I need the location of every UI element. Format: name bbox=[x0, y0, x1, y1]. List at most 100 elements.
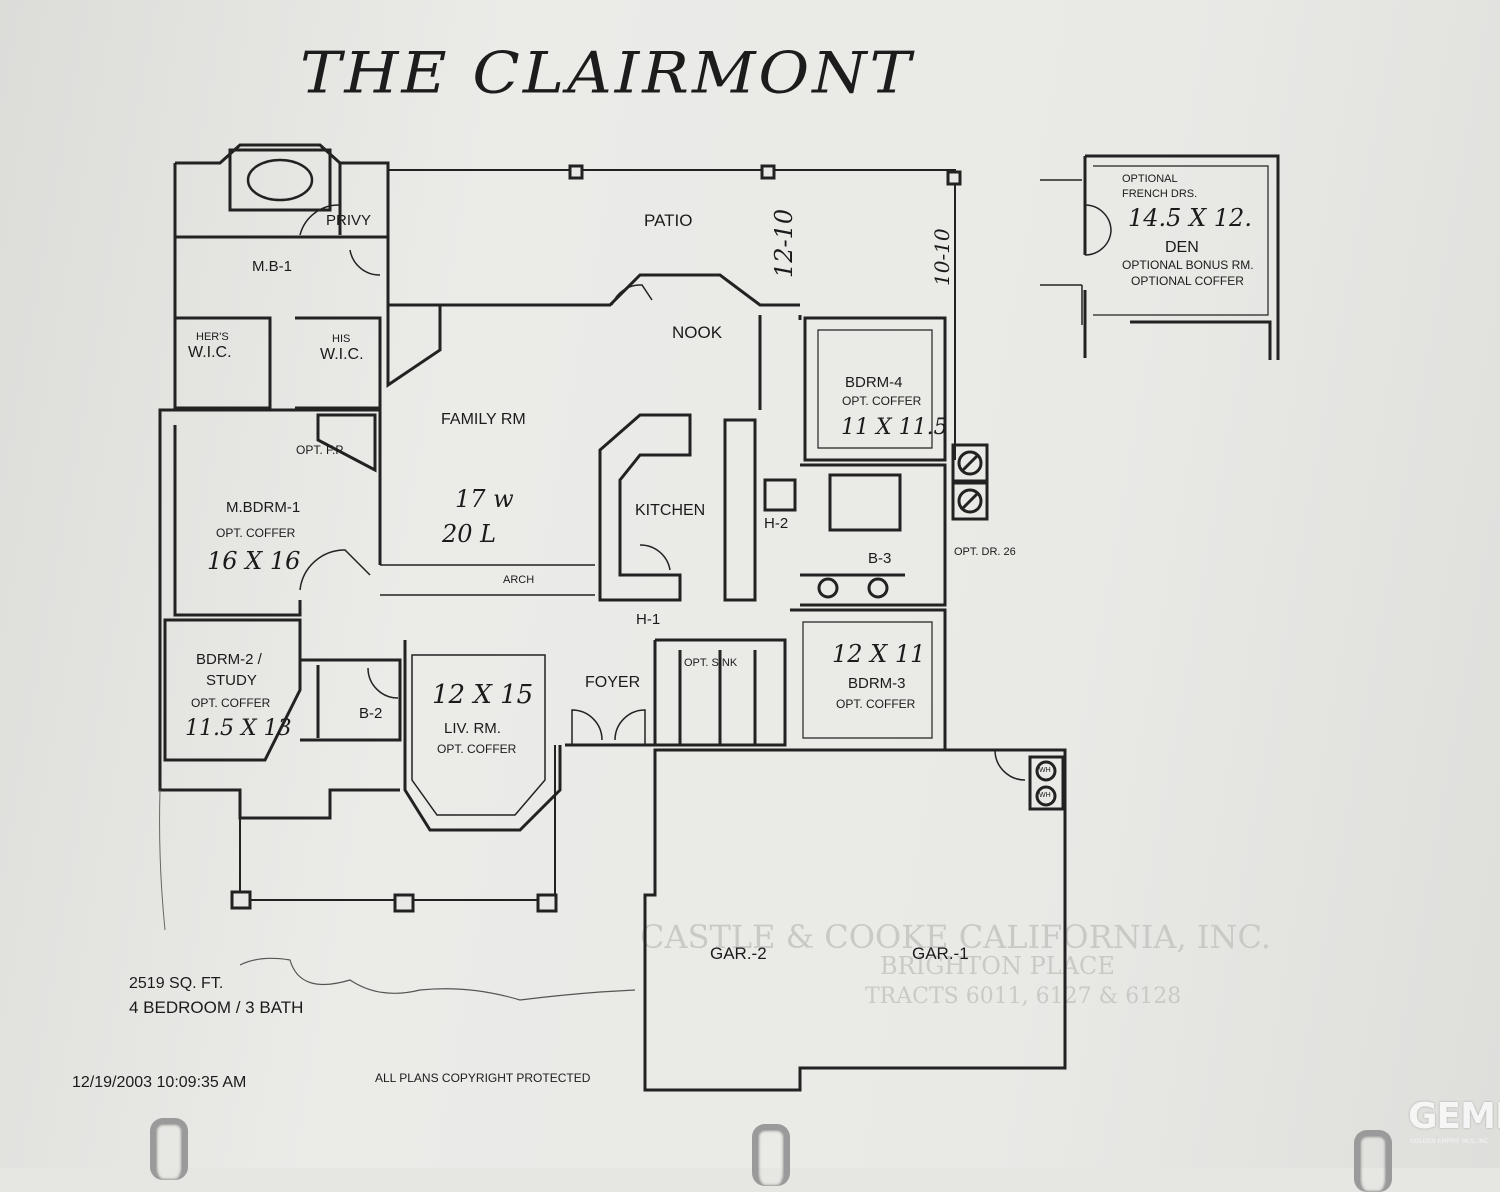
master-bath-walls bbox=[175, 235, 388, 560]
label-opt-fireplace: OPT. F.P. bbox=[296, 443, 346, 457]
hand-den-dim: 14.5 X 12. bbox=[1128, 204, 1252, 232]
label-opt-sink: OPT. SINK bbox=[684, 657, 738, 669]
nook-walls bbox=[758, 315, 802, 410]
label-foyer: FOYER bbox=[585, 674, 641, 691]
kitchen-island bbox=[598, 413, 692, 602]
watermark-line-3: TRACTS 6011, 6127 & 6128 bbox=[865, 984, 1182, 1009]
sink-icon-1 bbox=[817, 577, 839, 599]
binder-ring-1 bbox=[150, 1118, 188, 1180]
bedroom-4-walls bbox=[803, 316, 947, 462]
hand-bedroom-2-dim: 11.5 X 13 bbox=[185, 716, 292, 741]
bed-bath-count: 4 BEDROOM / 3 BATH bbox=[129, 998, 304, 1017]
label-hers-wic-top: HER'S bbox=[196, 331, 229, 343]
den-optional: OPTIONAL bbox=[1122, 173, 1178, 185]
hand-living-room-dim: 12 X 15 bbox=[432, 680, 534, 710]
door-swing-foyer-l bbox=[571, 709, 603, 745]
patio-post-1 bbox=[568, 164, 584, 180]
fireplace-box bbox=[386, 303, 442, 388]
den-hall bbox=[1040, 179, 1083, 325]
den-french-drs: FRENCH DRS. bbox=[1122, 188, 1198, 200]
label-bedroom-3: BDRM-3 bbox=[848, 675, 906, 692]
label-family-room: FAMILY RM bbox=[441, 411, 526, 428]
label-living-room-opt: OPT. COFFER bbox=[437, 742, 517, 756]
master-bedroom-walls bbox=[173, 425, 382, 617]
door-swing-b2 bbox=[367, 667, 399, 699]
label-master-bath: M.B-1 bbox=[252, 258, 293, 275]
label-hers-wic: W.I.C. bbox=[188, 344, 232, 361]
hand-bedroom-4-dim: 11 X 11.5 bbox=[841, 415, 948, 440]
door-swing-mb1 bbox=[349, 249, 381, 276]
pencil-scribble bbox=[239, 957, 636, 1001]
label-patio: PATIO bbox=[644, 211, 693, 230]
label-opt-dr: OPT. DR. 26 bbox=[954, 546, 1016, 558]
hall-closet bbox=[763, 478, 797, 512]
label-bedroom-3-opt: OPT. COFFER bbox=[836, 697, 916, 711]
mls-logo-subtitle: GOLDEN EMPIRE MLS, INC. bbox=[1410, 1138, 1491, 1145]
porch-post-1 bbox=[230, 890, 252, 910]
bedroom-4-inner bbox=[817, 329, 933, 449]
hand-bedroom-3-dim: 12 X 11 bbox=[832, 640, 926, 668]
label-water-heater-2: WH bbox=[1039, 792, 1051, 799]
den-coffer: OPTIONAL COFFER bbox=[1131, 274, 1244, 288]
label-master-bedroom: M.BDRM-1 bbox=[226, 499, 301, 516]
den-bonus-rm: OPTIONAL BONUS RM. bbox=[1122, 258, 1254, 272]
porch-post-2 bbox=[393, 893, 415, 913]
hand-family-width: 17 w bbox=[455, 485, 514, 513]
label-his-wic-top: HIS bbox=[332, 333, 351, 345]
laundry-counter bbox=[678, 650, 757, 745]
label-garage-2: GAR.-2 bbox=[710, 944, 767, 963]
pencil-line-left bbox=[159, 789, 166, 931]
door-swing-kitchen bbox=[639, 544, 671, 571]
label-bedroom-2-opt: OPT. COFFER bbox=[191, 696, 271, 710]
hvac-unit-1 bbox=[951, 443, 989, 483]
square-footage: 2519 SQ. FT. bbox=[129, 975, 224, 992]
label-living-room: LIV. RM. bbox=[444, 720, 501, 737]
label-bedroom-2-line1: BDRM-2 / bbox=[196, 651, 262, 668]
front-porch bbox=[239, 745, 556, 901]
arch-opening bbox=[380, 564, 595, 596]
porch-post-3 bbox=[536, 893, 558, 913]
tub-icon bbox=[246, 158, 314, 202]
label-h1: H-1 bbox=[636, 611, 661, 628]
plan-title: THE CLAIRMONT bbox=[300, 38, 914, 107]
label-nook: NOOK bbox=[672, 323, 723, 342]
door-swing-privy bbox=[299, 204, 341, 236]
binder-ring-2 bbox=[752, 1124, 790, 1186]
binder-ring-3 bbox=[1354, 1130, 1392, 1192]
label-arch: ARCH bbox=[503, 574, 535, 586]
watermark-line-1: CASTLE & COOKE CALIFORNIA, INC. bbox=[640, 918, 1271, 956]
living-room-walls bbox=[403, 640, 562, 832]
door-swing-foyer-r bbox=[614, 709, 646, 745]
hand-family-length: 20 L bbox=[442, 520, 497, 548]
label-master-bedroom-opt: OPT. COFFER bbox=[216, 526, 296, 540]
label-bedroom-4: BDRM-4 bbox=[845, 374, 903, 391]
door-swing-nook bbox=[611, 284, 653, 306]
label-bedroom-2-line2: STUDY bbox=[206, 672, 257, 689]
patio-post-3 bbox=[946, 170, 962, 186]
bedroom-3-inner bbox=[802, 621, 933, 739]
sink-icon-2 bbox=[867, 577, 889, 599]
hvac-unit-2 bbox=[951, 481, 989, 521]
fireplace-2 bbox=[316, 413, 377, 473]
den-inset-inner bbox=[1093, 165, 1269, 316]
label-h2: H-2 bbox=[764, 515, 789, 532]
den-label: DEN bbox=[1165, 239, 1199, 256]
water-heater-box bbox=[1028, 755, 1065, 811]
privy-walls bbox=[338, 163, 390, 237]
label-b2: B-2 bbox=[359, 705, 383, 722]
bath-3-walls bbox=[800, 463, 947, 607]
print-timestamp: 12/19/2003 10:09:35 AM bbox=[72, 1074, 247, 1091]
paper-sheet bbox=[0, 0, 1500, 1168]
label-b3: B-3 bbox=[868, 550, 892, 567]
label-his-wic: W.I.C. bbox=[320, 346, 364, 363]
bath-2-walls bbox=[300, 658, 402, 742]
bedroom-2-walls bbox=[163, 618, 302, 762]
kitchen-counter-east bbox=[723, 418, 757, 602]
foyer-walls bbox=[565, 638, 787, 747]
label-garage-1: GAR.-1 bbox=[912, 944, 969, 963]
copyright-notice: ALL PLANS COPYRIGHT PROTECTED bbox=[375, 1071, 591, 1085]
hand-master-bedroom-dim: 16 X 16 bbox=[207, 547, 301, 575]
door-swing-garage bbox=[994, 749, 1026, 781]
label-privy: PRIVY bbox=[326, 212, 372, 229]
door-swing-mbdrm bbox=[299, 549, 371, 591]
